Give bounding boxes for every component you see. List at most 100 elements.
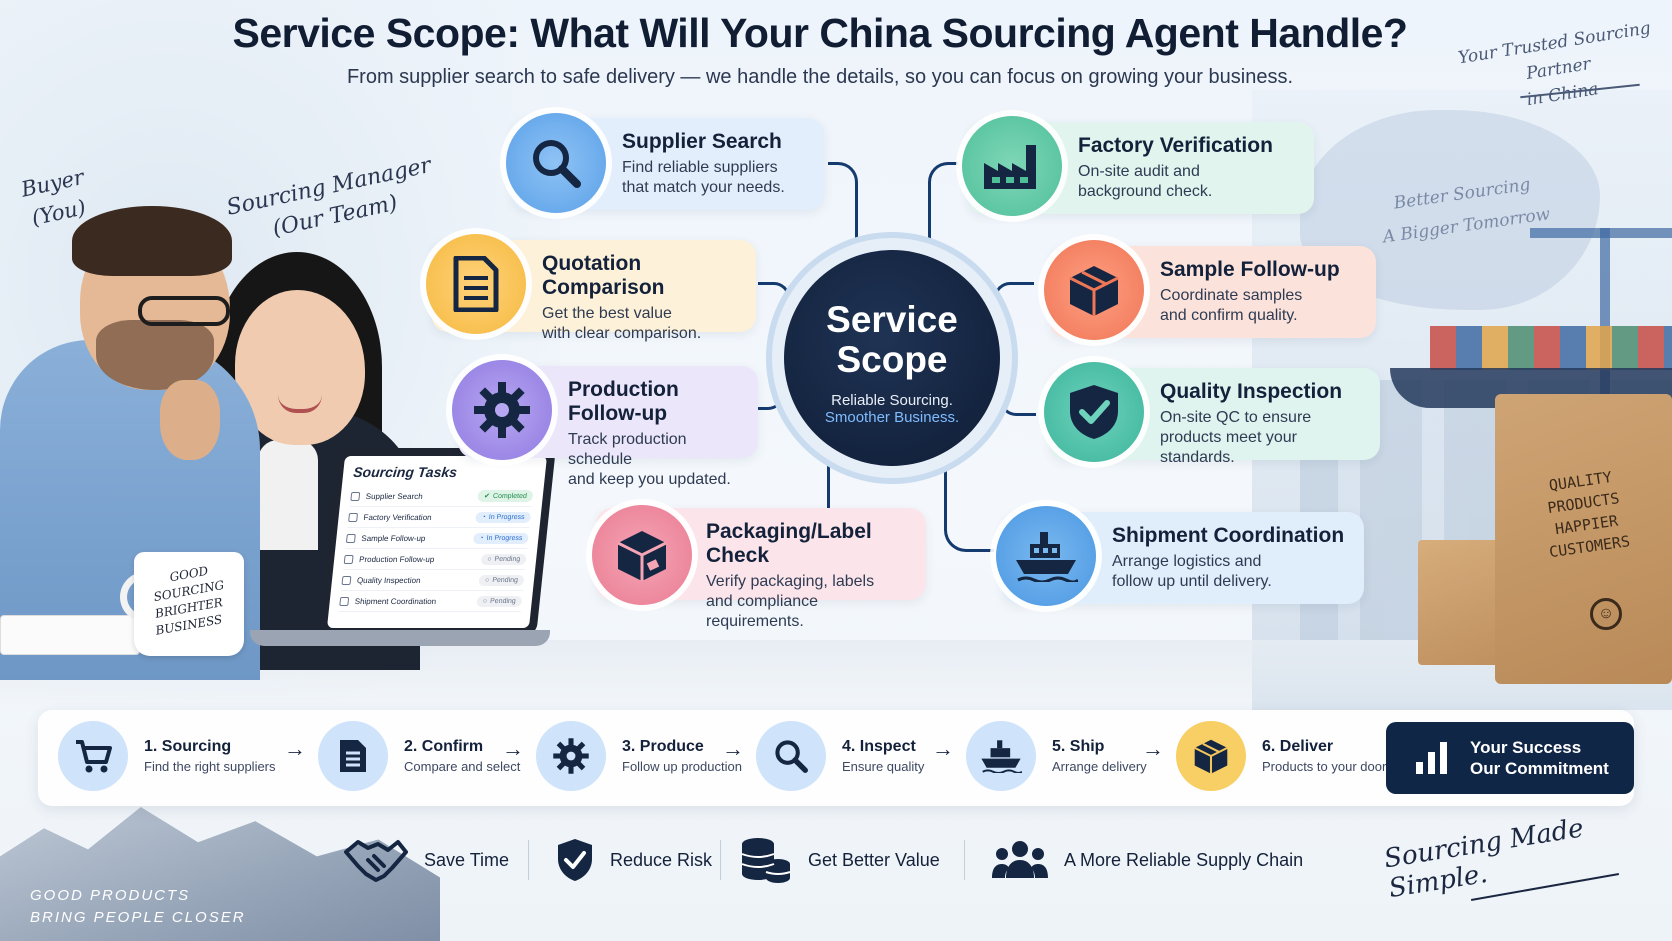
connector-shipment <box>944 462 994 552</box>
magnifier-icon <box>756 721 826 791</box>
task-name: Shipment Coordination <box>339 596 437 606</box>
benefit-save-time: Save Time <box>344 832 509 888</box>
status-icon: ◔ <box>481 513 487 521</box>
footer-tagline-line2: BRING PEOPLE CLOSER <box>30 909 246 926</box>
card-title: Production Follow-up <box>568 378 679 425</box>
step-desc: Ensure quality <box>842 759 925 774</box>
task-label: Supplier Search <box>365 491 424 501</box>
man-hair <box>72 206 232 276</box>
card-desc-line2: background check. <box>1078 183 1213 200</box>
step-title: 4. Inspect <box>842 738 916 755</box>
checkbox-icon <box>341 575 352 585</box>
task-status-badge: ○Pending <box>478 574 525 586</box>
card-title: Factory Verification <box>1078 134 1273 157</box>
card-desc-line1: Find reliable suppliers <box>622 159 778 176</box>
step-title: 2. Confirm <box>404 738 484 755</box>
shield-check-icon <box>1044 362 1144 462</box>
connector-quotation <box>758 282 790 302</box>
checkbox-icon <box>348 512 359 522</box>
task-status-badge: ○Pending <box>476 595 523 607</box>
service-scope-hub: Service Scope Reliable Sourcing. Smoothe… <box>784 250 1000 466</box>
task-status-badge: ✔Completed <box>477 490 534 502</box>
man-beard <box>96 320 214 390</box>
laptop-display: Sourcing Tasks Supplier Search✔Completed… <box>326 456 548 628</box>
woman-shirt <box>258 440 318 550</box>
task-status: Completed <box>492 492 528 500</box>
shield-check-icon <box>558 839 592 881</box>
step-title: 3. Produce <box>622 738 704 755</box>
card-title: Quotation Comparison <box>542 252 665 299</box>
task-row[interactable]: Factory Verification◔In Progress <box>347 507 532 528</box>
benefit-better-value: Get Better Value <box>740 832 940 888</box>
hub-subtitle: Reliable Sourcing. <box>831 392 953 409</box>
page-title: Service Scope: What Will Your China Sour… <box>232 10 1408 56</box>
step-title: 6. Deliver <box>1262 738 1334 755</box>
benefit-reliable-chain: A More Reliable Supply Chain <box>992 832 1303 888</box>
status-icon: ○ <box>484 576 490 584</box>
step-desc: Follow up production <box>622 759 742 774</box>
footer-tagline: GOOD PRODUCTS BRING PEOPLE CLOSER <box>30 885 246 929</box>
card-desc-line2: with clear comparison. <box>542 325 702 342</box>
man-hand <box>160 380 220 460</box>
task-row[interactable]: Supplier Search ✔Completed <box>349 486 534 507</box>
task-row[interactable]: Quality Inspection○Pending <box>340 570 526 591</box>
step-desc: Compare and select <box>404 759 521 774</box>
card-desc-line2: and keep you updated. <box>568 471 731 488</box>
coffee-mug: GOOD SOURCING BRIGHTER BUSINESS <box>134 552 244 656</box>
box-slogan: QUALITY PRODUCTS HAPPIER CUSTOMERS <box>1519 462 1650 566</box>
status-icon: ○ <box>486 555 492 563</box>
card-desc-line1: Verify packaging, labels <box>706 573 875 590</box>
task-row[interactable]: Shipment Coordination ○Pending <box>338 591 523 612</box>
task-status-badge: ○Pending <box>480 553 527 565</box>
step-title: 1. Sourcing <box>144 738 232 755</box>
connector-factory <box>928 162 958 246</box>
checkbox-icon <box>343 554 354 564</box>
magnifier-icon <box>506 113 606 213</box>
smiley-icon: ☺ <box>1590 598 1622 630</box>
status-icon: ✔ <box>483 493 491 500</box>
benefit-label: Reduce Risk <box>610 849 713 870</box>
checkbox-icon <box>339 596 350 606</box>
connector-supplier <box>828 162 858 246</box>
process-bar <box>38 710 1634 806</box>
coins-icon <box>741 838 791 883</box>
arrow-right-icon: → <box>1142 736 1164 761</box>
cardboard-box-small <box>1418 540 1500 665</box>
hub-title-line1: Service <box>826 299 958 340</box>
commitment-line2: Our Commitment <box>1470 759 1609 778</box>
card-title: Shipment Coordination <box>1112 524 1345 547</box>
commitment-text: Your Success Our Commitment <box>1470 737 1609 779</box>
card-desc-line1: On-site audit and <box>1078 163 1200 180</box>
card-desc-line2: follow up until delivery. <box>1112 573 1272 590</box>
card-desc-line2: and compliance requirements. <box>706 593 819 630</box>
task-label: Sample Follow-up <box>360 533 426 543</box>
benefit-divider <box>964 840 965 880</box>
benefit-label: Save Time <box>424 849 510 870</box>
benefit-label: A More Reliable Supply Chain <box>1064 849 1304 870</box>
card-desc-line2: and confirm quality. <box>1160 307 1298 324</box>
benefit-label: Get Better Value <box>808 849 940 870</box>
card-desc-line2: products meet your standards. <box>1160 429 1297 466</box>
notebook <box>0 615 140 655</box>
arrow-right-icon: → <box>932 736 954 761</box>
document-icon <box>318 721 388 791</box>
laptop-base <box>250 630 550 646</box>
task-row[interactable]: Sample Follow-up◔In Progress <box>345 528 530 549</box>
arrow-right-icon: → <box>284 736 306 761</box>
card-title: Packaging/Label Check <box>706 520 872 567</box>
ship-containers <box>1430 326 1672 370</box>
hub-subtitle-accent: Smoother Business. <box>824 409 960 426</box>
step-desc: Products to your door <box>1262 759 1387 774</box>
card-desc-line1: Arrange logistics and <box>1112 553 1262 570</box>
card-title: Sample Follow-up <box>1160 258 1340 281</box>
task-row[interactable]: Production Follow-up○Pending <box>343 549 528 570</box>
